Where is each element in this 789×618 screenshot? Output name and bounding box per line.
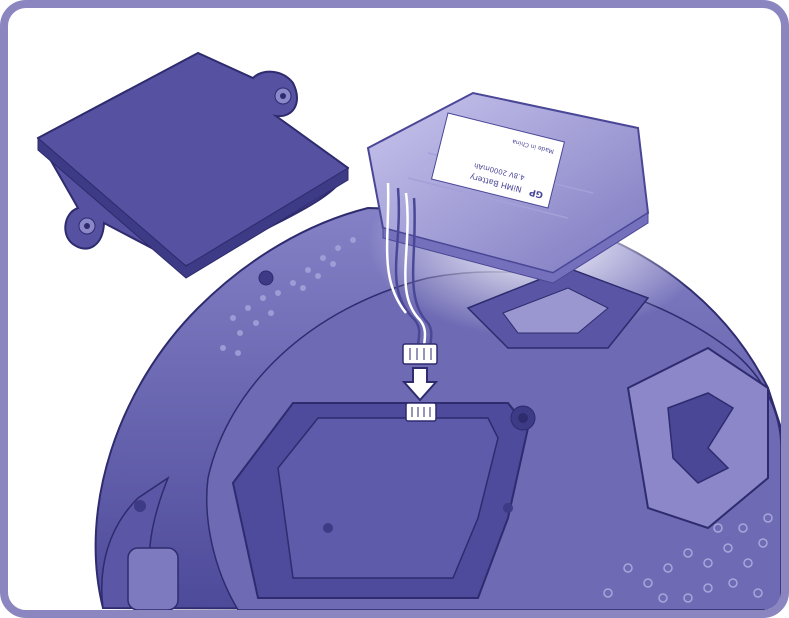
plug-connector bbox=[403, 344, 437, 364]
screw-hole-left bbox=[259, 271, 273, 285]
illustration-canvas: GP NiMH Battery 4.8V 2000mAh Made in Chi… bbox=[8, 8, 781, 610]
screw-hole-side bbox=[134, 500, 146, 512]
connector-socket bbox=[406, 403, 436, 421]
battery-install-illustration: GP NiMH Battery 4.8V 2000mAh Made in Chi… bbox=[8, 8, 781, 610]
post bbox=[128, 548, 178, 610]
battery-compartment bbox=[233, 403, 535, 598]
